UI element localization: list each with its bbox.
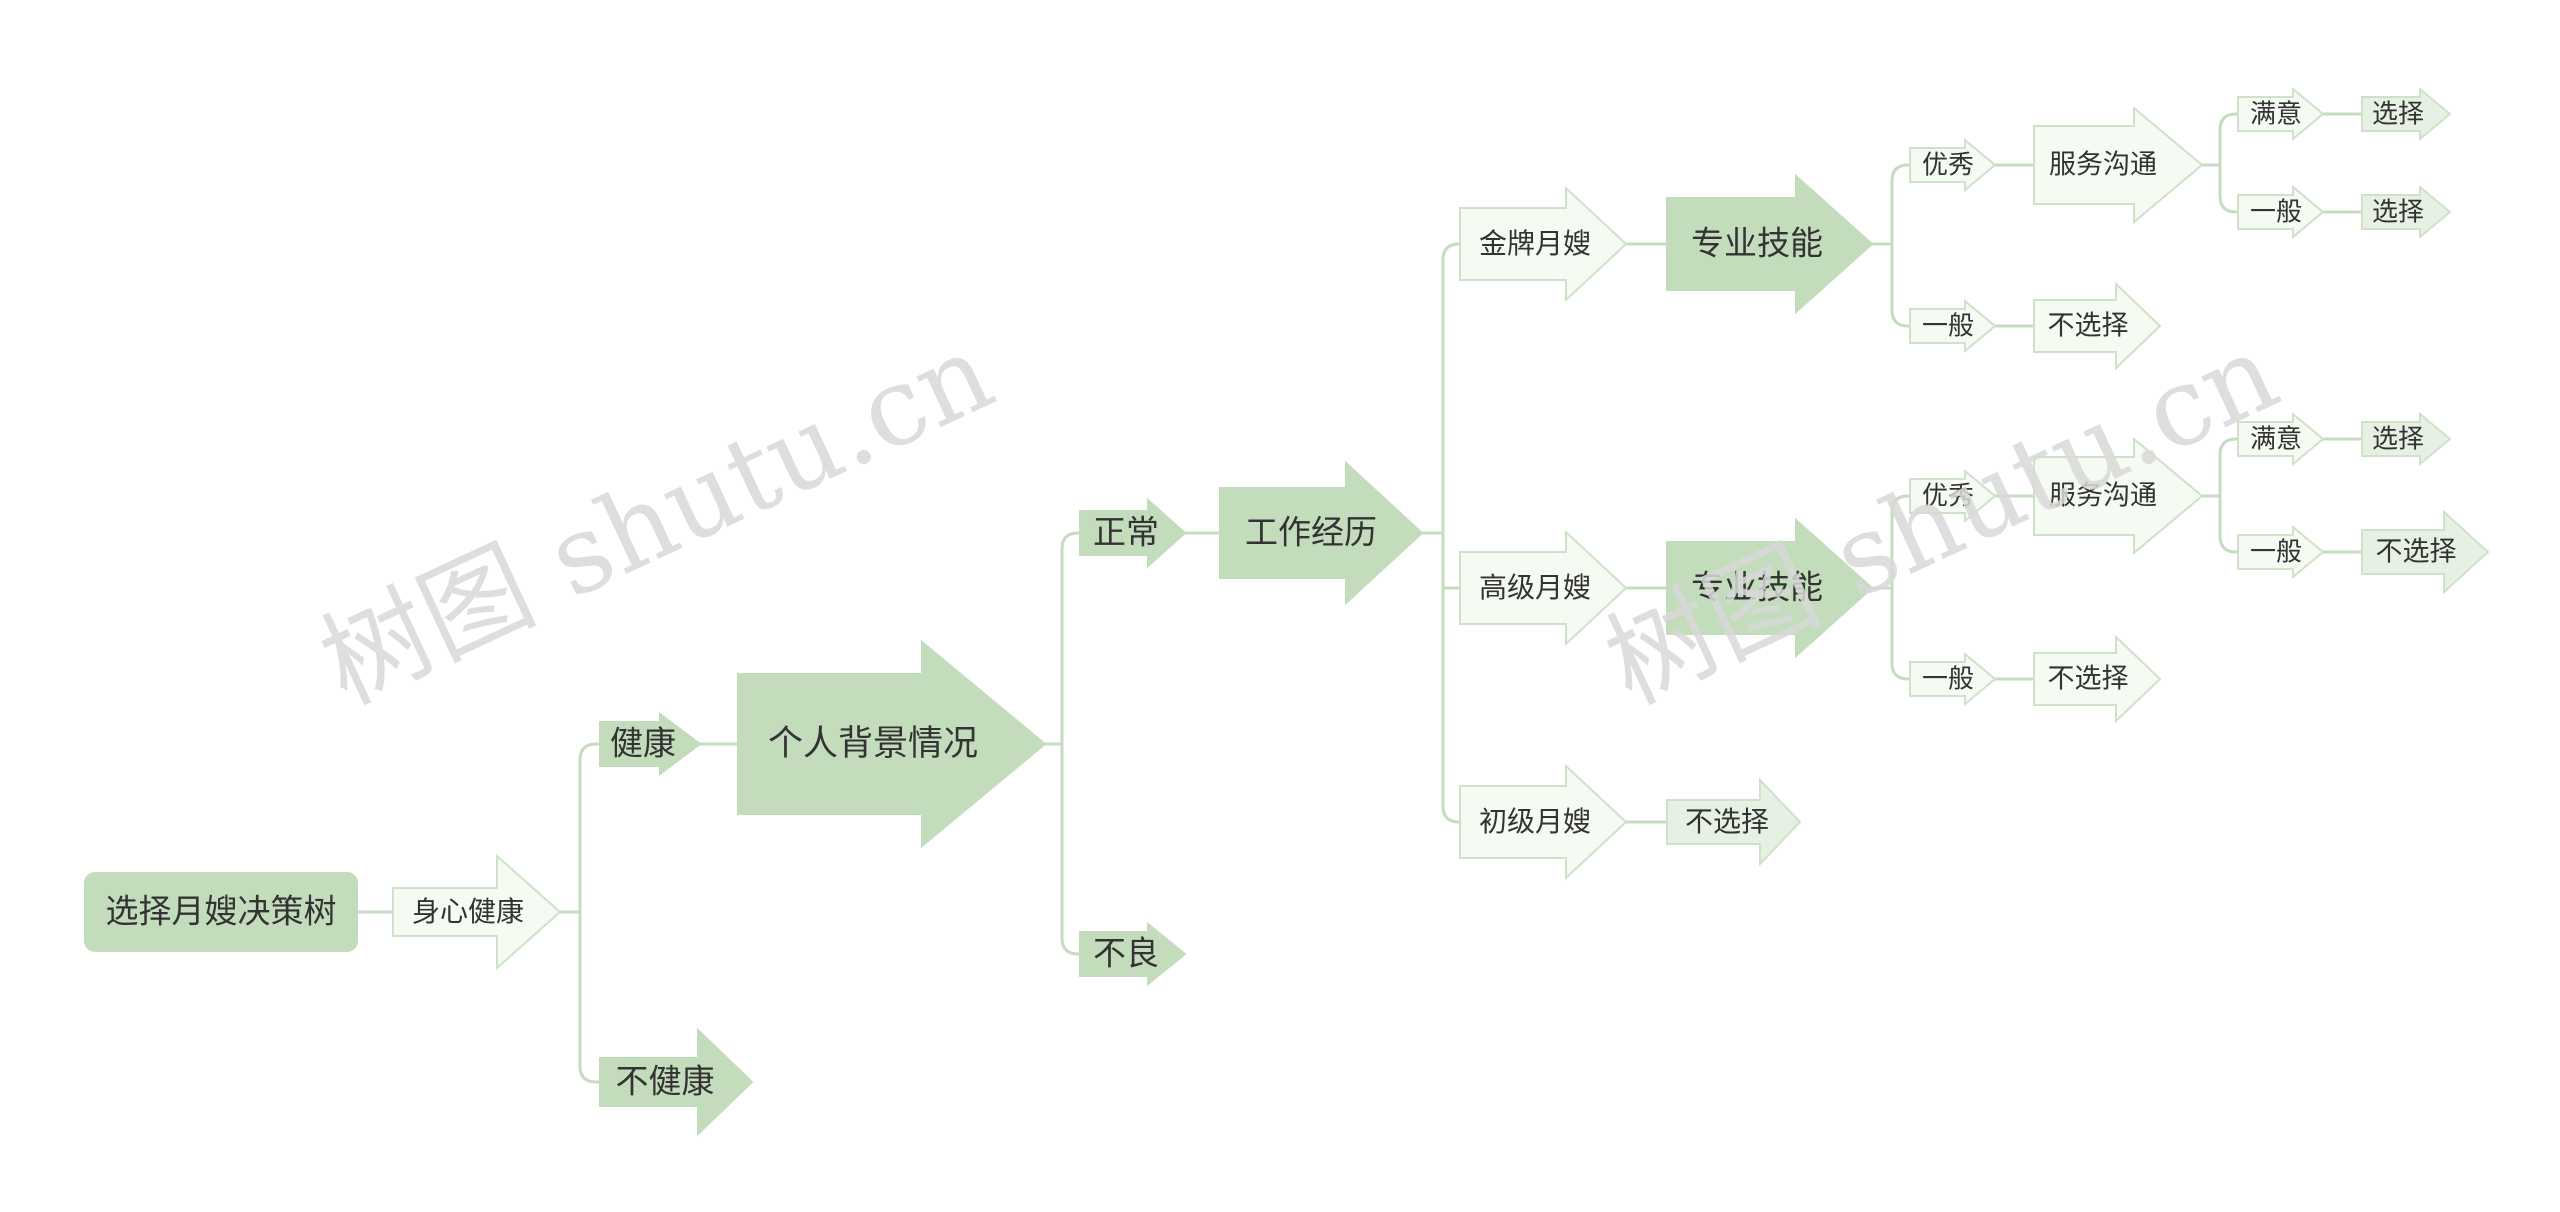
- node-gold-average[interactable]: 一般: [1909, 298, 1997, 354]
- svg-text:工作经历: 工作经历: [1245, 513, 1377, 552]
- connector-lines: [357, 112, 2362, 1084]
- node-skill-senior[interactable]: 专业技能: [1666, 517, 1874, 659]
- connector: [2323, 437, 2362, 554]
- svg-text:金牌月嫂: 金牌月嫂: [1479, 227, 1591, 260]
- svg-text:服务沟通: 服务沟通: [2049, 150, 2157, 181]
- node-senior-nanny[interactable]: 高级月嫂: [1459, 529, 1628, 647]
- node-senior-excellent[interactable]: 优秀: [1909, 468, 1997, 524]
- node-senior-average[interactable]: 一般: [1909, 651, 1997, 707]
- node-gold-excellent[interactable]: 优秀: [1909, 137, 1997, 193]
- node-senior-average-reject[interactable]: 不选择: [2033, 634, 2162, 724]
- node-senior-service-average[interactable]: 一般: [2237, 524, 2325, 580]
- node-senior-service-average-reject[interactable]: 不选择: [2361, 509, 2490, 595]
- connector: [1995, 494, 2034, 681]
- svg-text:一般: 一般: [1922, 312, 1974, 342]
- svg-text:专业技能: 专业技能: [1691, 224, 1823, 263]
- connector: [1872, 163, 1910, 328]
- node-normal[interactable]: 正常: [1079, 497, 1187, 569]
- node-gold-average-reject[interactable]: 不选择: [2033, 281, 2162, 371]
- svg-text:不良: 不良: [1093, 934, 1159, 973]
- svg-text:选择: 选择: [2372, 100, 2424, 130]
- svg-text:不选择: 不选择: [2048, 664, 2129, 695]
- svg-text:不选择: 不选择: [2048, 311, 2129, 342]
- connector: [2202, 437, 2238, 554]
- svg-text:不选择: 不选择: [1685, 805, 1769, 838]
- node-skill-gold[interactable]: 专业技能: [1666, 173, 1874, 315]
- svg-text:选择: 选择: [2372, 198, 2424, 228]
- svg-text:选择: 选择: [2372, 425, 2424, 455]
- svg-text:不健康: 不健康: [616, 1062, 715, 1101]
- node-work-experience[interactable]: 工作经历: [1219, 460, 1424, 606]
- node-junior-nanny[interactable]: 初级月嫂: [1459, 763, 1628, 881]
- connector: [1422, 242, 1460, 824]
- node-gold-nanny[interactable]: 金牌月嫂: [1459, 185, 1628, 303]
- node-gold-service[interactable]: 服务沟通: [2033, 105, 2204, 225]
- svg-text:服务沟通: 服务沟通: [2049, 481, 2157, 512]
- node-gold-satisfied[interactable]: 满意: [2237, 86, 2325, 142]
- node-senior-satisfied-select[interactable]: 选择: [2361, 411, 2452, 467]
- root-label: 选择月嫂决策树: [106, 892, 337, 931]
- node-junior-reject[interactable]: 不选择: [1666, 777, 1802, 867]
- node-senior-service[interactable]: 服务沟通: [2033, 436, 2204, 556]
- svg-text:优秀: 优秀: [1922, 482, 1974, 512]
- connector: [2202, 112, 2238, 214]
- svg-text:一般: 一般: [2250, 198, 2302, 228]
- connector: [1995, 163, 2034, 328]
- svg-text:优秀: 优秀: [1922, 151, 1974, 181]
- connector: [2323, 112, 2362, 214]
- node-healthy[interactable]: 健康: [599, 712, 702, 776]
- node-unhealthy[interactable]: 不健康: [599, 1027, 754, 1137]
- connector: [1872, 494, 1910, 681]
- connector: [560, 742, 600, 1084]
- svg-text:身心健康: 身心健康: [412, 895, 524, 928]
- root-node[interactable]: 选择月嫂决策树: [84, 872, 358, 952]
- svg-text:高级月嫂: 高级月嫂: [1479, 571, 1591, 604]
- node-mental-physical-health[interactable]: 身心健康: [392, 853, 562, 971]
- svg-text:初级月嫂: 初级月嫂: [1479, 805, 1591, 838]
- node-gold-service-average-select[interactable]: 选择: [2361, 184, 2452, 240]
- svg-text:正常: 正常: [1093, 513, 1159, 552]
- node-senior-satisfied[interactable]: 满意: [2237, 411, 2325, 467]
- svg-text:一般: 一般: [1922, 665, 1974, 695]
- svg-text:满意: 满意: [2250, 425, 2302, 455]
- connector: [1626, 242, 1667, 824]
- node-bad[interactable]: 不良: [1079, 921, 1187, 987]
- svg-text:满意: 满意: [2250, 100, 2302, 130]
- watermark-text: 树图 shutu.cn: [303, 310, 1010, 729]
- svg-text:专业技能: 专业技能: [1691, 568, 1823, 607]
- svg-text:一般: 一般: [2250, 538, 2302, 568]
- node-personal-background[interactable]: 个人背景情况: [737, 639, 1047, 849]
- connector: [1045, 531, 1080, 956]
- svg-text:健康: 健康: [610, 724, 676, 763]
- node-gold-service-average[interactable]: 一般: [2237, 184, 2325, 240]
- node-gold-satisfied-select[interactable]: 选择: [2361, 86, 2452, 142]
- svg-text:个人背景情况: 个人背景情况: [768, 724, 978, 764]
- svg-text:不选择: 不选择: [2376, 537, 2457, 568]
